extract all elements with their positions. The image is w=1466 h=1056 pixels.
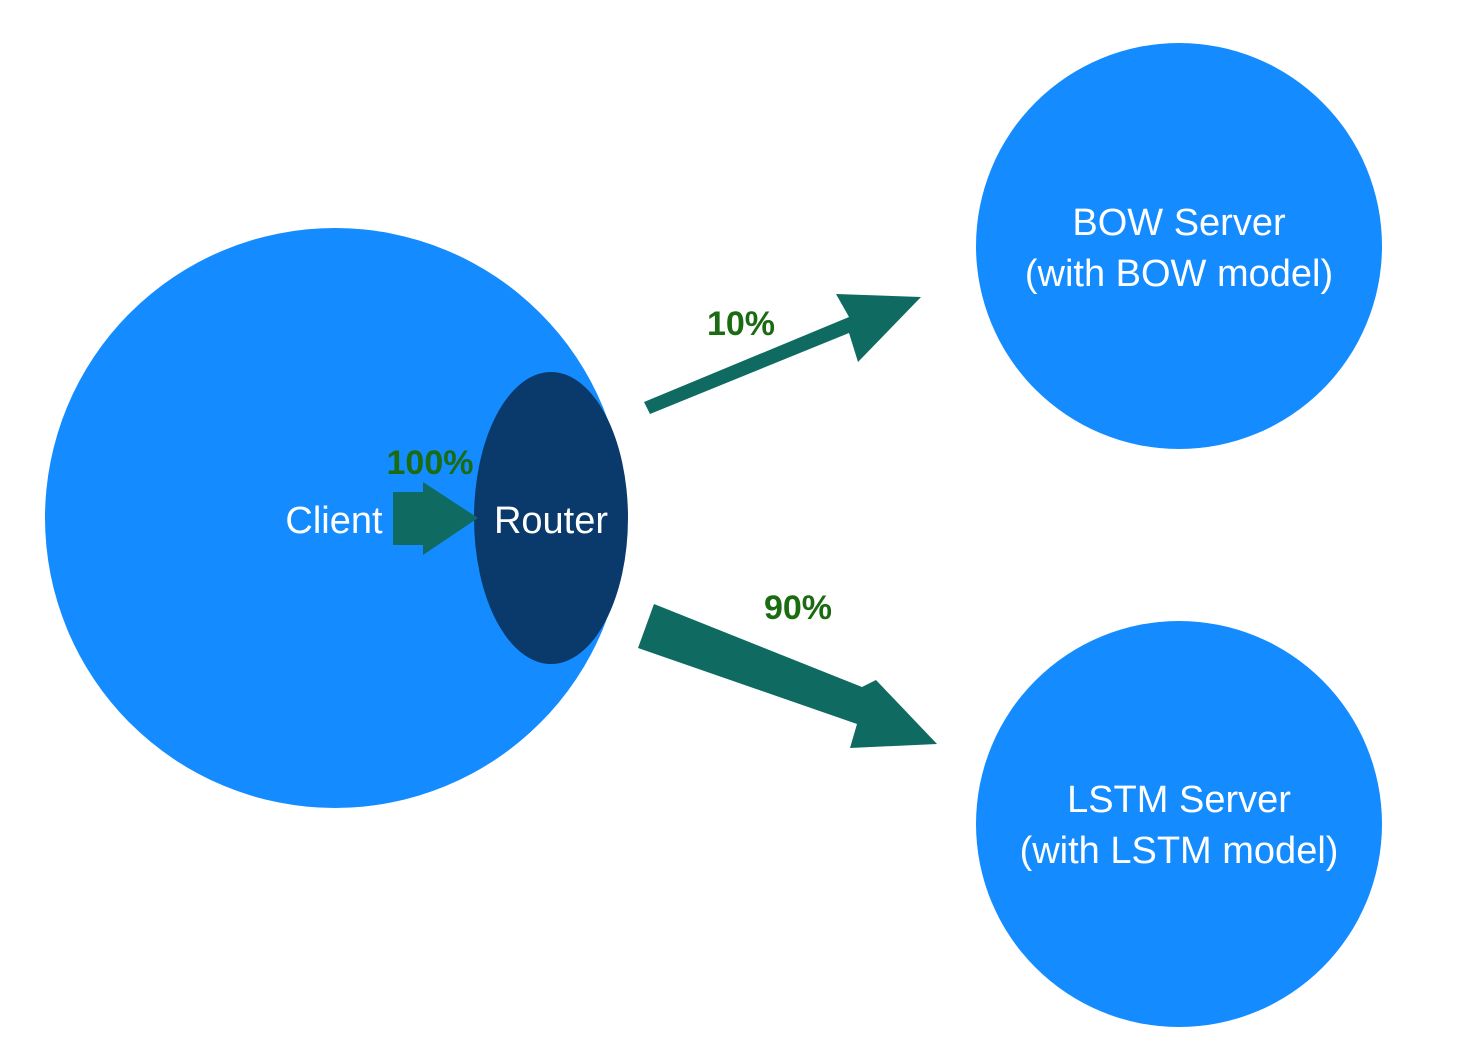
client-to-router-percent: 100% — [387, 444, 474, 482]
client-label: Client — [285, 500, 383, 542]
bow-server-node — [976, 43, 1382, 449]
router-label: Router — [494, 500, 608, 542]
lstm-server-subtitle: (with LSTM model) — [1020, 830, 1339, 872]
client-to-router-arrow — [393, 482, 478, 555]
lstm-server-node — [976, 621, 1382, 1027]
lstm-server-title: LSTM Server — [1067, 779, 1291, 821]
client-node — [45, 228, 625, 808]
router-to-bow-percent: 10% — [707, 305, 775, 343]
bow-server-title: BOW Server — [1072, 202, 1286, 244]
router-to-lstm-arrow — [638, 604, 937, 748]
router-node — [474, 372, 628, 664]
bow-server-subtitle: (with BOW model) — [1025, 253, 1333, 295]
router-to-lstm-percent: 90% — [764, 589, 832, 627]
router-to-bow-arrow — [644, 294, 921, 414]
